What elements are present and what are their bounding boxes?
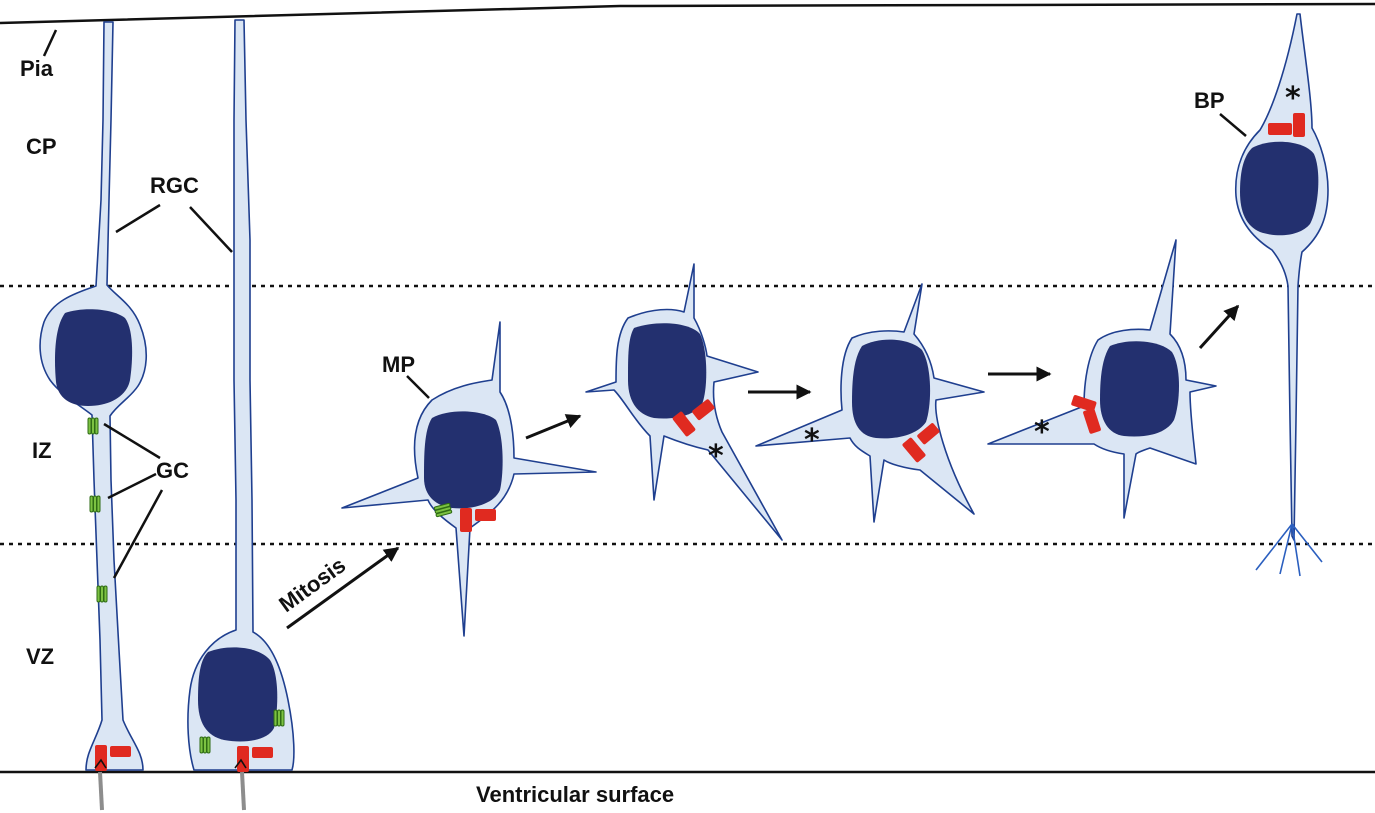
asterisk-marker: *: [708, 439, 724, 474]
nucleus: [1100, 341, 1179, 437]
radial-glial-cell-1: [39, 21, 148, 811]
bp-pointer: [1219, 113, 1247, 137]
multipolar-cell: [341, 321, 597, 637]
centrosome: [1293, 113, 1305, 137]
bp-label: BP: [1194, 88, 1225, 113]
asterisk-marker: *: [1034, 415, 1050, 450]
golgi-apparatus: [273, 709, 285, 727]
iz-label: IZ: [32, 438, 52, 463]
nucleus: [54, 309, 133, 406]
nucleus: [198, 647, 278, 742]
cilium-tip: [94, 758, 107, 769]
golgi-apparatus: [199, 736, 211, 754]
cilium-tip: [234, 758, 247, 769]
migrating-cell-3: *: [755, 283, 985, 523]
centrosome: [1083, 408, 1101, 434]
radial-glial-cell-2: [187, 19, 295, 811]
asterisk-marker: *: [804, 423, 820, 458]
centrosome: [917, 423, 940, 445]
migrating-cell-4: *: [987, 239, 1217, 519]
gc-pointer-3: [112, 489, 164, 579]
golgi-apparatus: [89, 495, 101, 513]
nucleus: [424, 411, 503, 509]
bipolar-cell: *: [1234, 13, 1329, 577]
asterisk-marker: *: [1285, 81, 1301, 116]
centrosome: [110, 746, 131, 757]
golgi-apparatus: [96, 585, 108, 603]
nucleus: [628, 323, 707, 419]
centrosome: [692, 399, 715, 421]
gc-pointer-2: [107, 472, 157, 500]
migrating-cell-2: *: [585, 263, 783, 541]
mp-pointer: [406, 375, 430, 399]
cp-label: CP: [26, 134, 57, 159]
centrosome: [237, 746, 249, 772]
mp-label: MP: [382, 352, 415, 377]
migration-arrow-1: [525, 414, 582, 440]
centrosome: [460, 508, 472, 532]
golgi-apparatus: [87, 417, 99, 435]
centrosome: [672, 411, 696, 437]
centrosome: [1268, 123, 1292, 135]
ventricular-surface-label: Ventricular surface: [476, 782, 674, 807]
nucleus: [1240, 141, 1319, 236]
rgc-label: RGC: [150, 173, 199, 198]
centrosome: [252, 747, 273, 758]
rgc-pointer-1: [115, 203, 161, 234]
rgc-pointer-2: [189, 206, 233, 253]
migration-arrow-4: [1198, 304, 1240, 350]
centrosome: [475, 509, 496, 521]
vz-label: VZ: [26, 644, 54, 669]
pia-label: Pia: [20, 56, 54, 81]
centrosome: [1071, 395, 1097, 412]
pia-surface-line: [0, 2, 1375, 25]
mitosis-label: Mitosis: [274, 552, 350, 617]
gc-pointer-1: [103, 422, 161, 460]
terminal-branches: [1255, 523, 1323, 577]
gc-label: GC: [156, 458, 189, 483]
pia-pointer: [42, 29, 58, 57]
mitosis-arrow: [286, 546, 400, 630]
primary-cilium: [240, 771, 246, 811]
centrosome: [902, 437, 926, 463]
nucleus: [852, 339, 931, 439]
primary-cilium: [98, 771, 104, 811]
